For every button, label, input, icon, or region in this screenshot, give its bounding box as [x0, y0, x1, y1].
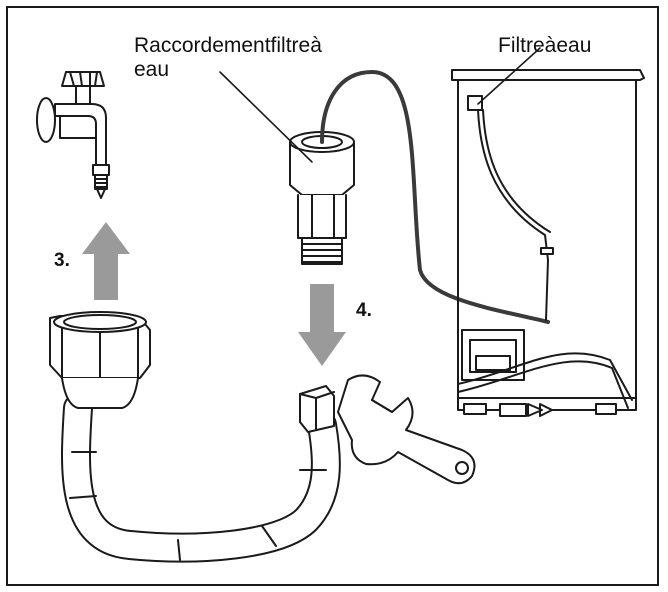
step-4-label: 4. — [356, 300, 372, 321]
arrow-up-icon — [82, 222, 130, 300]
faucet-icon — [36, 71, 110, 199]
wrench-icon — [337, 374, 476, 485]
arrow-down-icon — [298, 284, 346, 366]
connector-label-line2: eau — [134, 58, 170, 81]
dishwasher-icon — [451, 69, 645, 417]
connector-label-line1: Raccordementfiltreà — [134, 34, 322, 57]
inlet-hose-icon — [61, 393, 341, 563]
filter-connector-icon — [289, 131, 355, 265]
connector-leader-line — [219, 71, 313, 163]
step-3-label: 3. — [54, 250, 70, 271]
filter-label: Filtreàeau — [498, 34, 592, 57]
hose-end-connector-icon — [299, 385, 335, 433]
filter-leader-line — [477, 47, 541, 105]
hose-nut-icon — [49, 311, 151, 409]
